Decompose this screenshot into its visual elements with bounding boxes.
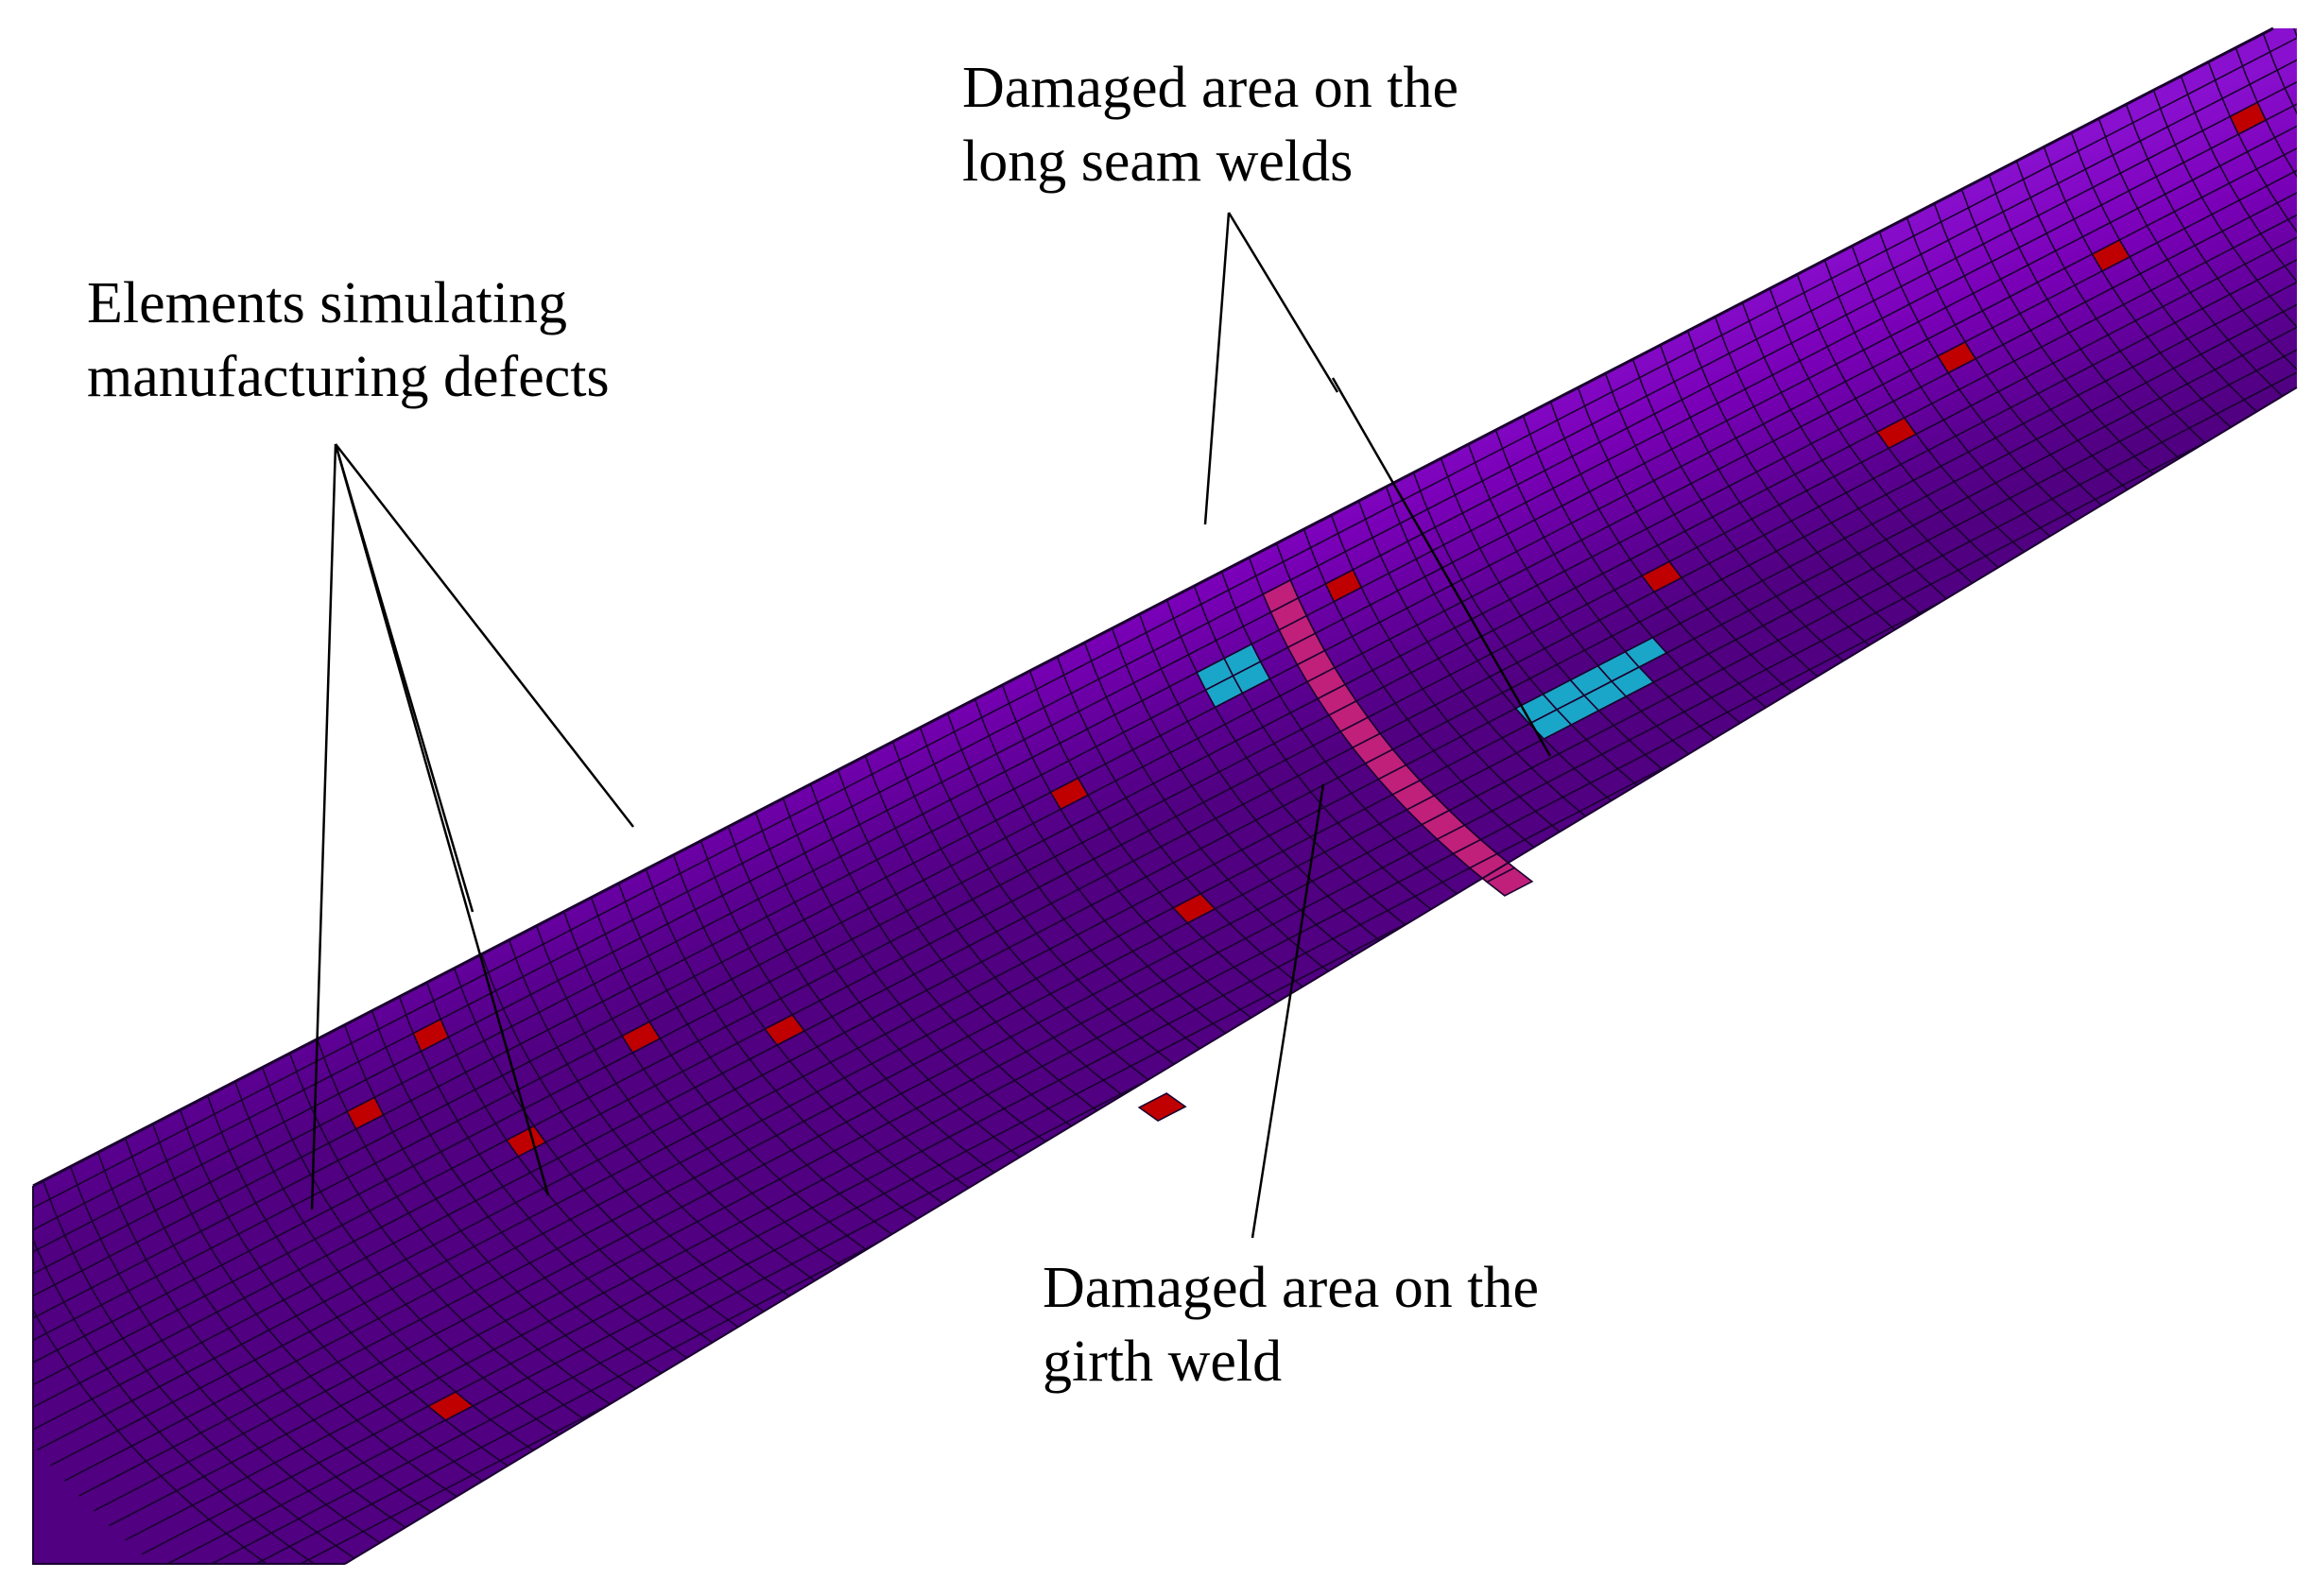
long-seam-label: Damaged area on the long seam welds: [962, 51, 1458, 198]
long-seam-damage-element: [1624, 636, 1668, 668]
mesh-axial-line: [93, 236, 2297, 1512]
defect-element: [620, 1021, 662, 1055]
pipe-top-edge: [32, 26, 2274, 1188]
pipe-end-face: [32, 1186, 345, 1565]
mesh-axial-line: [33, 28, 2297, 1263]
girth-leader: [1251, 783, 1325, 1239]
mesh-axial-line: [33, 28, 2297, 1281]
mesh-axial-line: [33, 111, 2297, 1386]
defect-element: [346, 1096, 385, 1130]
defect-element: [2229, 101, 2268, 136]
long-seam-leader-3: [1331, 377, 1552, 757]
long-seam-damage-element: [1610, 666, 1655, 697]
pipe-bottom-edge: [344, 386, 2298, 1565]
long-seam-leader-2: [1227, 212, 1339, 393]
defects-label-line-1: Elements simulating: [87, 271, 567, 335]
defect-element: [426, 1391, 474, 1421]
defect-element: [412, 1018, 450, 1053]
leader-lines: [310, 212, 1552, 1239]
defect-element: [2091, 238, 2131, 272]
defect-element: [1324, 568, 1363, 603]
defects-label-line-2: manufacturing defects: [87, 345, 610, 409]
defect-leader-1: [310, 443, 337, 1210]
mesh-axial-line: [33, 77, 2297, 1352]
mesh-axial-line: [37, 176, 2297, 1451]
mesh-axial-line: [109, 251, 2297, 1527]
defect-element: [1875, 417, 1918, 450]
defect-element: [1137, 1092, 1187, 1123]
defect-element: [1171, 892, 1216, 924]
girth-weld-element: [1485, 867, 1534, 897]
girth-weld-label: Damaged area on the girth weld: [1043, 1251, 1539, 1399]
girth-weld-label-line-2: girth weld: [1043, 1330, 1283, 1394]
defect-element: [763, 1013, 806, 1047]
defect-leader-3: [335, 443, 634, 828]
long-seam-damage-element: [1232, 661, 1271, 695]
defects-label: Elements simulating manufacturing defect…: [87, 266, 610, 414]
defect-leader-4: [334, 443, 550, 1196]
mesh-axial-line: [50, 191, 2297, 1467]
mesh-axial-line: [33, 160, 2297, 1435]
mesh-axial-line: [33, 127, 2297, 1402]
defect-element: [1640, 560, 1683, 593]
long-seam-label-line-2: long seam welds: [962, 129, 1354, 194]
defect-element: [1049, 777, 1090, 811]
girth-weld-label-line-1: Damaged area on the: [1043, 1256, 1540, 1320]
long-seam-label-line-1: Damaged area on the: [962, 56, 1459, 120]
highlighted-elements: [346, 101, 2268, 1421]
mesh-axial-line: [33, 28, 2297, 1299]
defect-element: [1936, 340, 1977, 374]
pipe-surface: [33, 28, 2297, 1564]
mesh-axial-line: [63, 206, 2297, 1482]
mesh-axial-line: [33, 94, 2297, 1369]
mesh-axial-line: [33, 144, 2297, 1419]
defect-element: [505, 1124, 547, 1158]
long-seam-leader-1: [1203, 212, 1231, 525]
